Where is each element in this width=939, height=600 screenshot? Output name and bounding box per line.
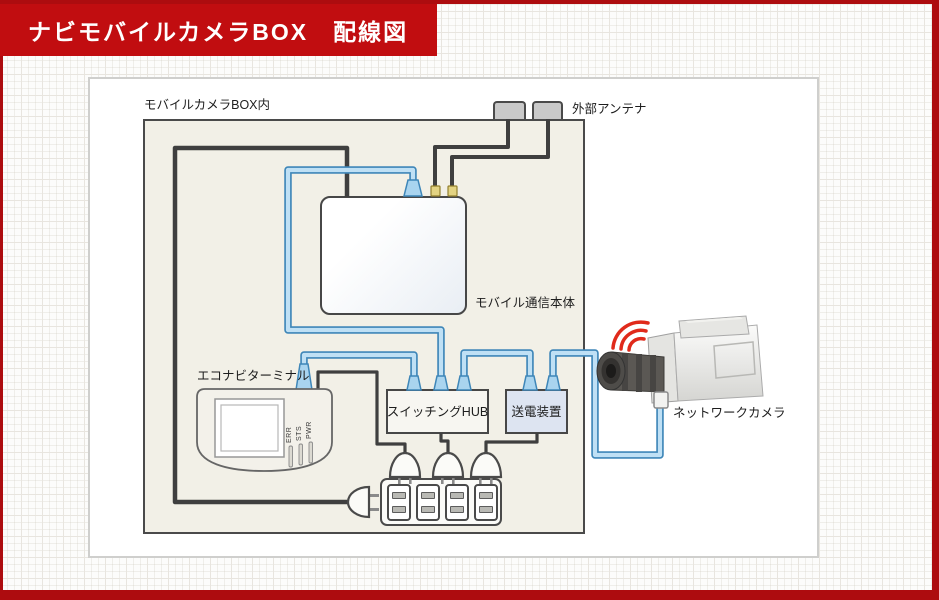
outlet-3-slot-top bbox=[450, 492, 464, 500]
terminal-label: エコナビターミナル bbox=[197, 369, 310, 383]
switching-hub-label: スイッチングHUB bbox=[386, 404, 489, 419]
external-antenna-1 bbox=[493, 101, 526, 119]
frame-bottom bbox=[0, 590, 939, 600]
outlet-3-slot-bottom bbox=[450, 505, 464, 513]
outlet-4-slot-top bbox=[479, 492, 493, 500]
power-transmitter-label: 送電装置 bbox=[511, 404, 562, 419]
outlet-3 bbox=[445, 484, 469, 521]
outlet-1-slot-bottom bbox=[392, 505, 406, 513]
frame-top bbox=[0, 0, 939, 4]
led-label-err: ERR bbox=[286, 426, 293, 443]
page-title: ナビモバイルカメラBOX 配線図 bbox=[28, 19, 409, 45]
outlet-2-slot-top bbox=[421, 492, 435, 500]
camera-box-outline bbox=[143, 119, 585, 534]
mobile-unit-label: モバイル通信本体 bbox=[475, 296, 576, 310]
frame-left bbox=[0, 0, 3, 600]
external-antenna-2 bbox=[532, 101, 563, 119]
outlet-1-slot-top bbox=[392, 492, 406, 500]
switching-hub: スイッチングHUB bbox=[386, 389, 489, 434]
outlet-2 bbox=[416, 484, 440, 521]
outlet-2-slot-bottom bbox=[421, 505, 435, 513]
led-label-pwr: PWR bbox=[306, 421, 313, 439]
title-banner: ナビモバイルカメラBOX 配線図 bbox=[0, 4, 437, 56]
outlet-4-slot-bottom bbox=[479, 505, 493, 513]
frame-right bbox=[932, 0, 939, 600]
network-camera-label: ネットワークカメラ bbox=[673, 406, 786, 420]
external-antenna-label: 外部アンテナ bbox=[572, 102, 647, 116]
camera-box-label: モバイルカメラBOX内 bbox=[144, 98, 271, 112]
led-label-sts: STS bbox=[296, 425, 303, 441]
mobile-unit bbox=[320, 196, 467, 315]
power-transmitter: 送電装置 bbox=[505, 389, 568, 434]
outlet-4 bbox=[474, 484, 498, 521]
outlet-1 bbox=[387, 484, 411, 521]
power-strip bbox=[380, 478, 502, 526]
